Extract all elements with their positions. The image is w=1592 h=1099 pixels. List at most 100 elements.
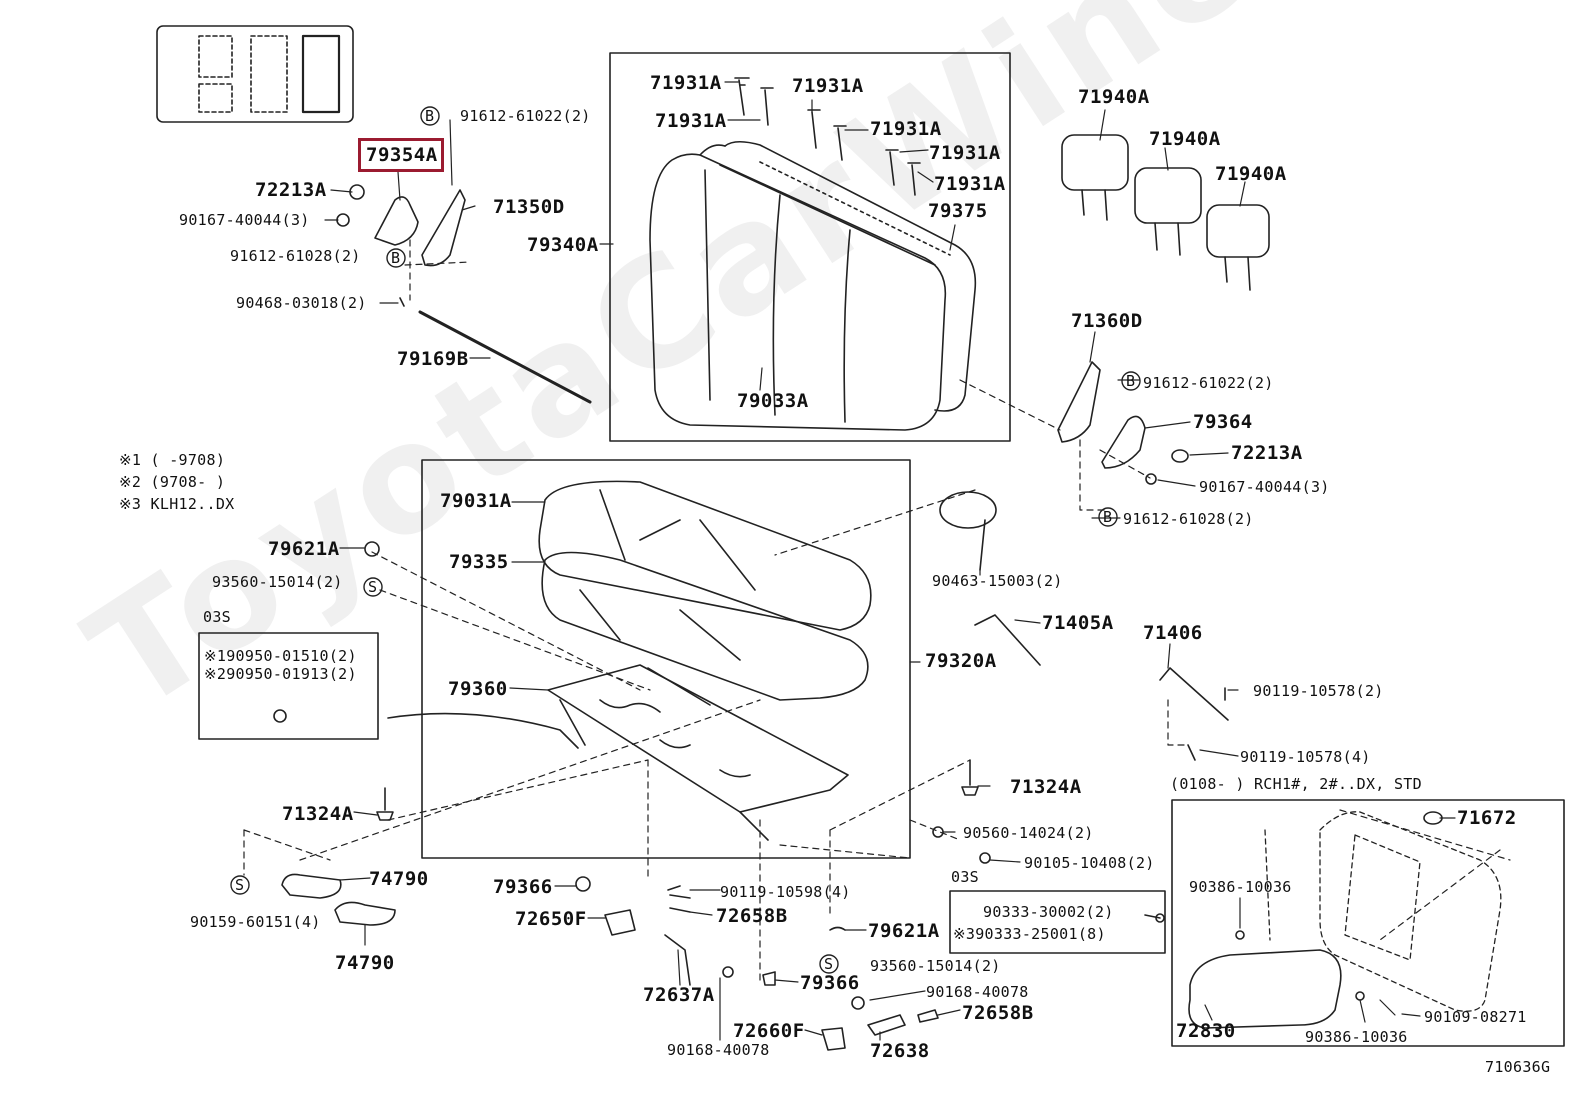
- small-hardware: [273, 541, 1165, 1051]
- bolt-mark-b-4: B: [1103, 508, 1113, 526]
- inset-right-line2: ※390333-25001(8): [953, 925, 1106, 943]
- inset-left-line2: ※290950-01913(2): [204, 665, 357, 683]
- callout-71931a-1[interactable]: 71931A: [650, 72, 722, 94]
- callout-79366-1[interactable]: 79366: [493, 876, 553, 898]
- callout-90105[interactable]: 90105-10408(2): [1024, 854, 1155, 872]
- callout-71931a-4[interactable]: 71931A: [870, 118, 942, 140]
- callout-71406[interactable]: 71406: [1143, 622, 1203, 644]
- callout-90159[interactable]: 90159-60151(4): [190, 913, 321, 931]
- screw-mark-s-3: S: [824, 955, 834, 973]
- dashed-guides: [243, 239, 1511, 981]
- callout-72637a[interactable]: 72637A: [643, 984, 715, 1006]
- callout-71931a-2[interactable]: 71931A: [655, 110, 727, 132]
- callout-71405a[interactable]: 71405A: [1042, 612, 1114, 634]
- seat-cushion-shapes: [538, 480, 872, 701]
- callout-71931a-5[interactable]: 71931A: [929, 142, 1001, 164]
- callout-71931a-6[interactable]: 71931A: [934, 173, 1006, 195]
- callout-71931a-3[interactable]: 71931A: [792, 75, 864, 97]
- note-1: ※1 ( -9708): [119, 451, 226, 469]
- leader-lines: [324, 81, 1456, 1041]
- callout-91612-61022-left[interactable]: 91612-61022(2): [460, 107, 591, 125]
- callout-74790-2[interactable]: 74790: [335, 952, 395, 974]
- inset-br-header: (0108- ) RCH1#, 2#..DX, STD: [1170, 775, 1422, 793]
- callout-90468[interactable]: 90468-03018(2): [236, 294, 367, 312]
- highlight-box: [358, 138, 444, 172]
- screw-mark-s-1: S: [368, 578, 378, 596]
- strap-90463: [939, 491, 997, 571]
- callout-90463[interactable]: 90463-15003(2): [932, 572, 1063, 590]
- seat-frame-79360: [387, 664, 849, 841]
- callout-72658b-1[interactable]: 72658B: [716, 905, 788, 927]
- callout-90168-right[interactable]: 90168-40078: [926, 983, 1029, 1001]
- callout-72213a-right[interactable]: 72213A: [1231, 442, 1303, 464]
- callout-90119-10578-4[interactable]: 90119-10578(4): [1240, 748, 1371, 766]
- cushion-group-box: [421, 459, 911, 859]
- callout-90560[interactable]: 90560-14024(2): [963, 824, 1094, 842]
- callout-72638[interactable]: 72638: [870, 1040, 930, 1062]
- callout-71940a-3[interactable]: 71940A: [1215, 163, 1287, 185]
- bolt-mark-b-1: B: [425, 107, 435, 125]
- inset-seat-drawing: [1264, 811, 1502, 1012]
- callout-91612-61022-right[interactable]: 91612-61022(2): [1143, 374, 1274, 392]
- bolt-mark-b-3: B: [1126, 372, 1136, 390]
- callout-72830[interactable]: 72830: [1176, 1020, 1236, 1042]
- callout-71360d[interactable]: 71360D: [1071, 310, 1143, 332]
- callout-90119-10578-2[interactable]: 90119-10578(2): [1253, 682, 1384, 700]
- callout-90386-bottom[interactable]: 90386-10036: [1305, 1028, 1408, 1046]
- left-hinge-parts: [336, 184, 592, 404]
- callout-79033a[interactable]: 79033A: [737, 390, 809, 412]
- hook-74790-b: [334, 901, 396, 926]
- callout-79335[interactable]: 79335: [449, 551, 509, 573]
- callout-90168-bottom[interactable]: 90168-40078: [667, 1041, 770, 1059]
- callout-79320a[interactable]: 79320A: [925, 650, 997, 672]
- right-hinge-parts: [1057, 361, 1189, 485]
- bracket-71406: [1159, 667, 1229, 721]
- callout-71324a-left[interactable]: 71324A: [282, 803, 354, 825]
- callout-93560-top[interactable]: 93560-15014(2): [212, 573, 343, 591]
- callout-79354a[interactable]: 79354A: [366, 144, 438, 166]
- callout-72658b-2[interactable]: 72658B: [962, 1002, 1034, 1024]
- callout-72213a-left[interactable]: 72213A: [255, 179, 327, 201]
- callout-93560-bottom[interactable]: 93560-15014(2): [870, 957, 1001, 975]
- callout-90167-left[interactable]: 90167-40044(3): [179, 211, 310, 229]
- callout-72660f[interactable]: 72660F: [733, 1020, 805, 1042]
- inset-cushion-72830: [1188, 811, 1443, 1029]
- pins-71931a: [734, 77, 921, 196]
- callout-90119-10598[interactable]: 90119-10598(4): [720, 883, 851, 901]
- inset-right-tag: 03S: [951, 868, 979, 886]
- callout-71672[interactable]: 71672: [1457, 807, 1517, 829]
- inset-left-line1: ※190950-01510(2): [204, 647, 357, 665]
- callout-90109[interactable]: 90109-08271: [1424, 1008, 1527, 1026]
- callout-91612-61028-left[interactable]: 91612-61028(2): [230, 247, 361, 265]
- callout-79366-2[interactable]: 79366: [800, 972, 860, 994]
- callout-79340a[interactable]: 79340A: [527, 234, 599, 256]
- callout-79360[interactable]: 79360: [448, 678, 508, 700]
- callout-71940a-1[interactable]: 71940A: [1078, 86, 1150, 108]
- inset-03s-right-box: [949, 890, 1166, 954]
- bolt-mark-b-2: B: [391, 249, 401, 267]
- seat-layout-icon: [156, 25, 354, 123]
- callout-71324a-right[interactable]: 71324A: [1010, 776, 1082, 798]
- inset-bottom-right-box: [1171, 799, 1565, 1047]
- callout-90167-right[interactable]: 90167-40044(3): [1199, 478, 1330, 496]
- callout-74790-1[interactable]: 74790: [369, 868, 429, 890]
- callout-71350d[interactable]: 71350D: [493, 196, 565, 218]
- callout-79621a-bottom[interactable]: 79621A: [868, 920, 940, 942]
- seatback-group-box: [609, 52, 1011, 442]
- note-2: ※2 (9708- ): [119, 473, 226, 491]
- note-3: ※3 KLH12..DX: [119, 495, 235, 513]
- callout-79031a[interactable]: 79031A: [440, 490, 512, 512]
- callout-91612-61028-right[interactable]: 91612-61028(2): [1123, 510, 1254, 528]
- inset-left-tag: 03S: [203, 608, 231, 626]
- callout-79169b[interactable]: 79169B: [397, 348, 469, 370]
- figure-id: 710636G: [1485, 1058, 1551, 1076]
- callout-79364[interactable]: 79364: [1193, 411, 1253, 433]
- callout-79375[interactable]: 79375: [928, 200, 988, 222]
- callout-90386-top[interactable]: 90386-10036: [1189, 878, 1292, 896]
- callout-72650f[interactable]: 72650F: [515, 908, 587, 930]
- callout-71940a-2[interactable]: 71940A: [1149, 128, 1221, 150]
- callout-79621a-top[interactable]: 79621A: [268, 538, 340, 560]
